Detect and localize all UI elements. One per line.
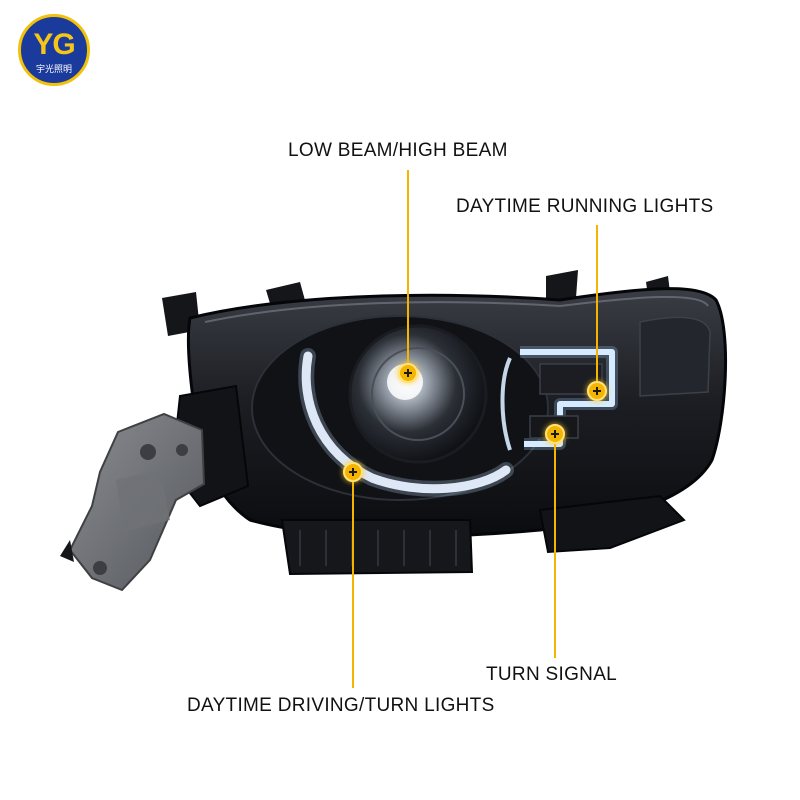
callout-daytime-running-lights: DAYTIME RUNNING LIGHTS bbox=[456, 196, 714, 217]
callout-leader-lines bbox=[352, 170, 598, 688]
brand-logo-mark: YG bbox=[33, 28, 75, 61]
low-beam-marker-icon bbox=[398, 363, 418, 383]
drl-marker-icon bbox=[587, 381, 607, 401]
mounting-clip bbox=[546, 270, 578, 302]
turn-signal-marker-icon bbox=[545, 424, 565, 444]
callout-low-high-beam: LOW BEAM/HIGH BEAM bbox=[288, 140, 508, 161]
callout-turn-signal: TURN SIGNAL bbox=[486, 664, 618, 685]
driving-turn-marker-icon bbox=[343, 462, 363, 482]
callout-daytime-driving-turn-lights: DAYTIME DRIVING/TURN LIGHTS bbox=[187, 695, 495, 716]
brand-logo: YG 宇光照明 bbox=[18, 14, 90, 86]
brand-logo-text: 宇光照明 bbox=[35, 65, 72, 75]
side-marker-panel bbox=[639, 316, 711, 397]
halo-ring-light bbox=[301, 351, 511, 494]
